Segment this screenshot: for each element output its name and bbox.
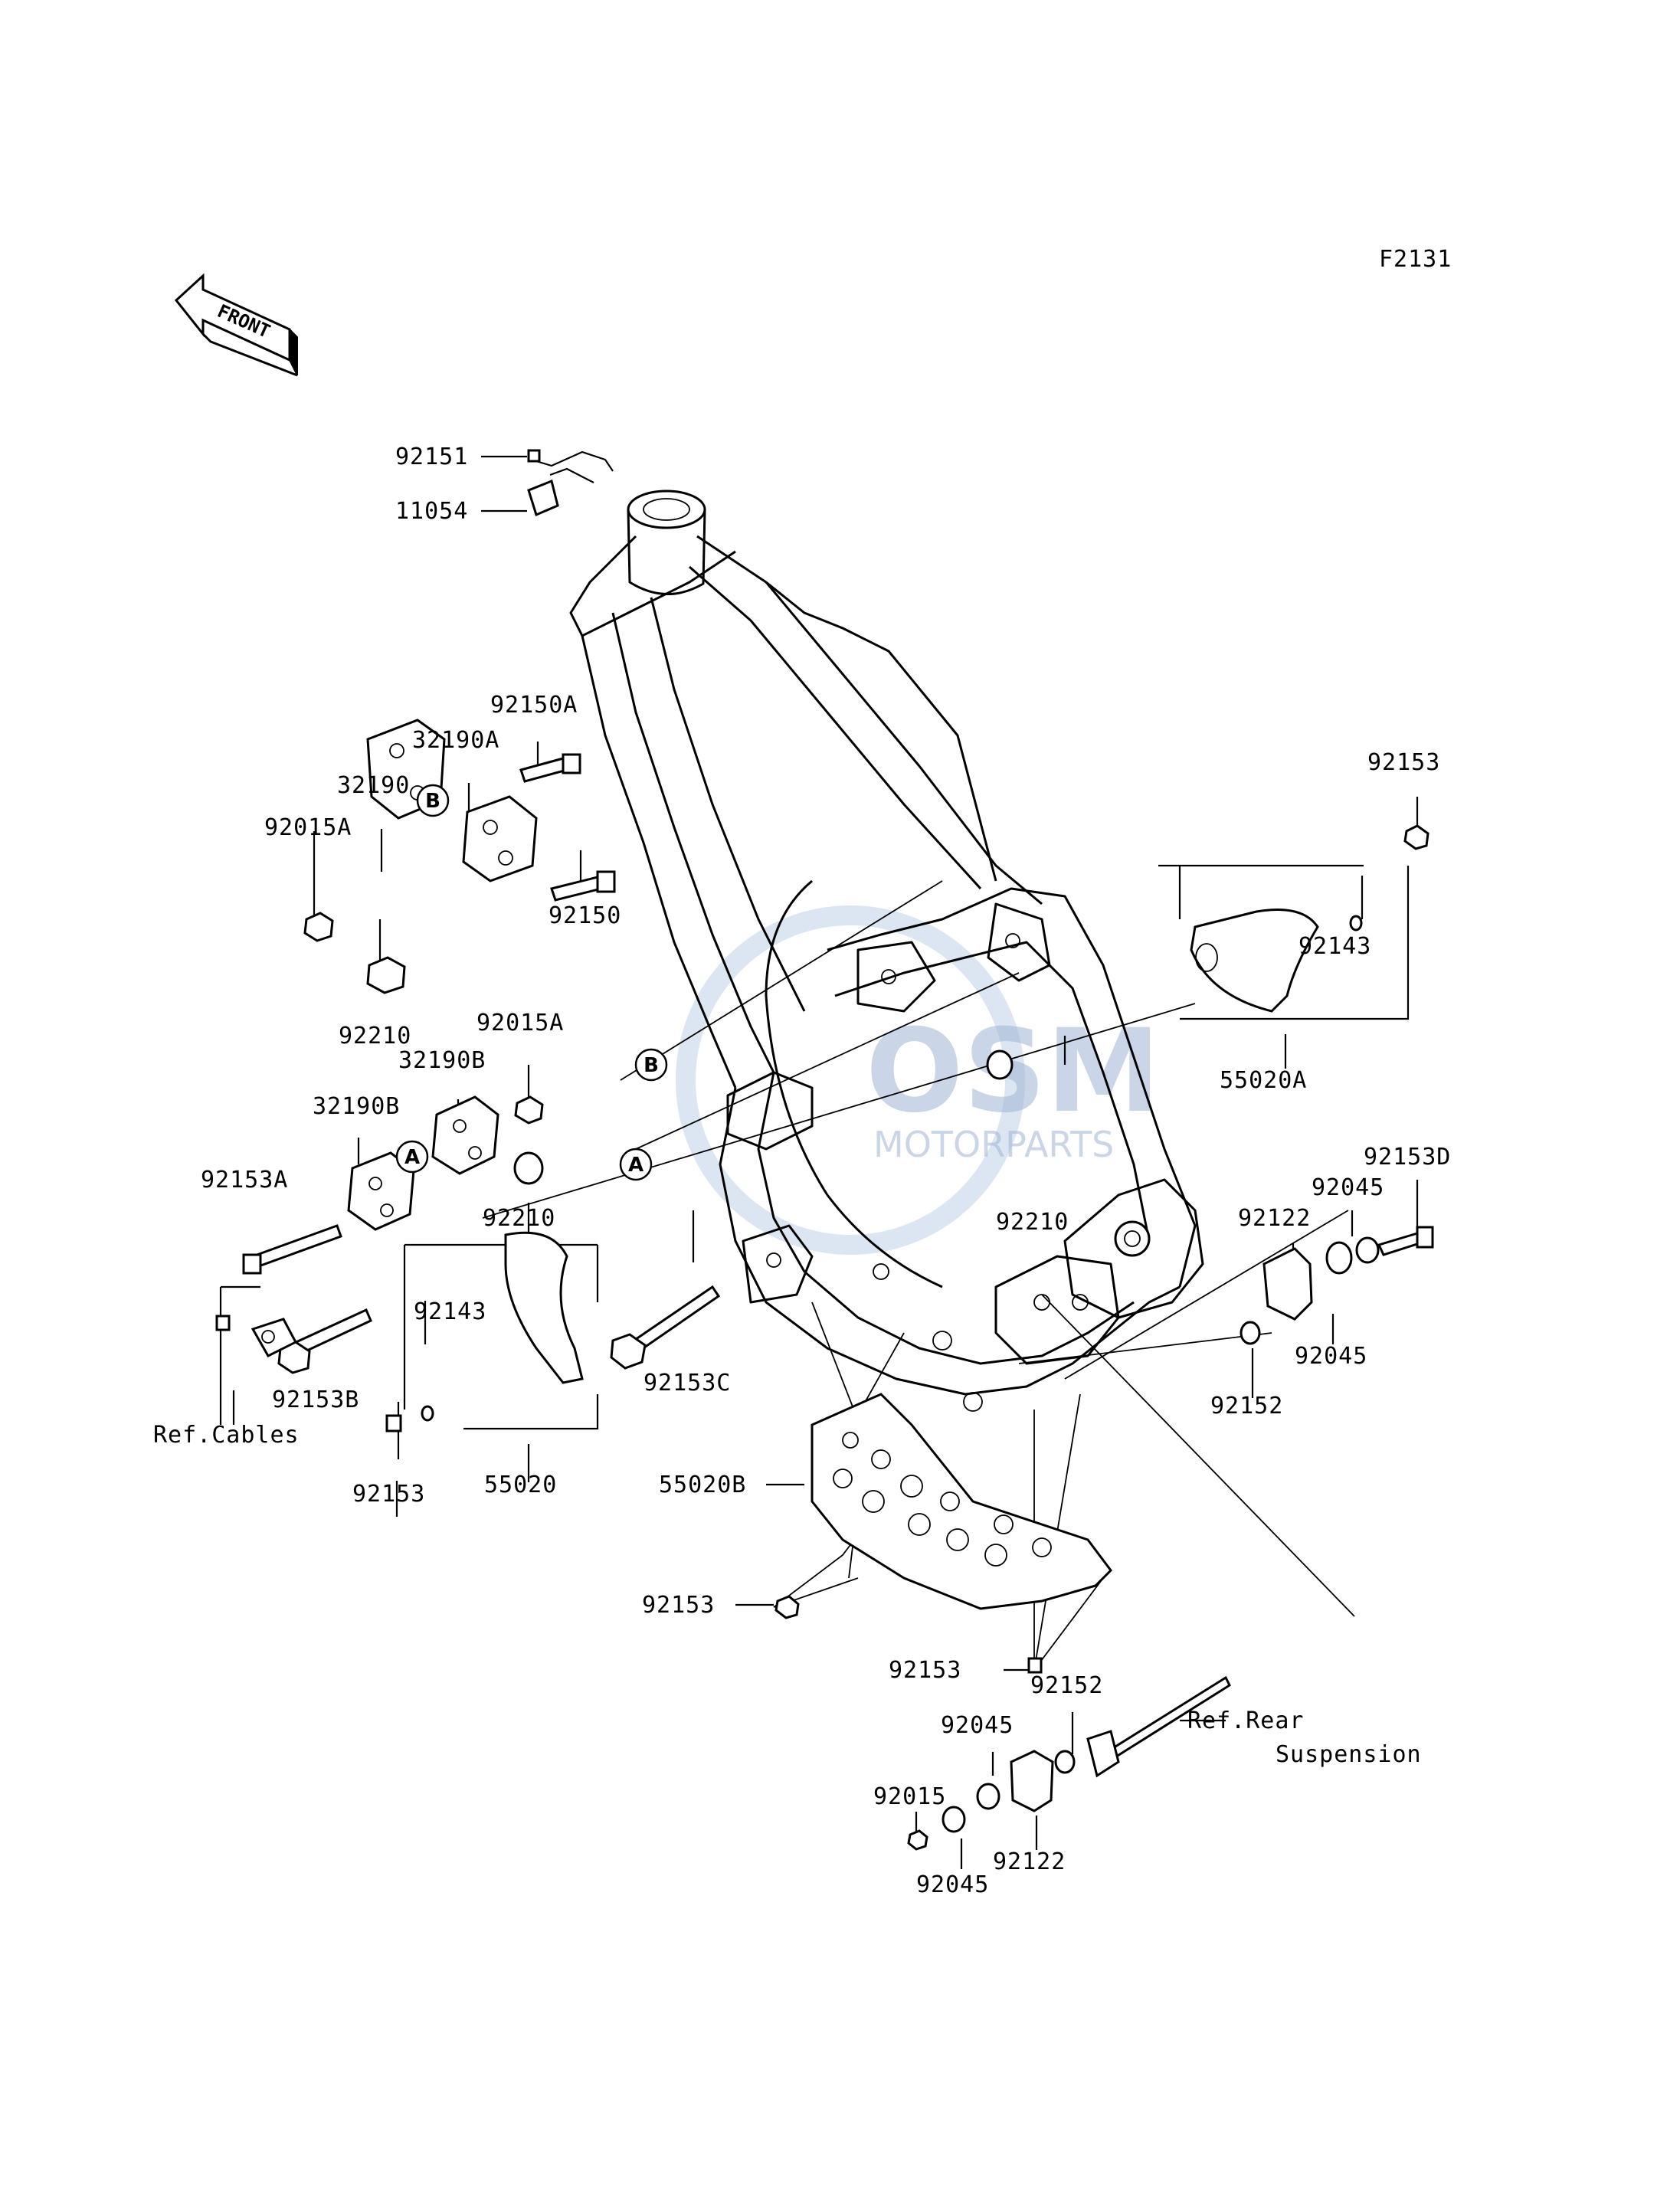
label-32190B-1: 32190B: [398, 1047, 486, 1074]
label-ref-cables: Ref.Cables: [153, 1422, 300, 1449]
label-ref-rear-suspension: Suspension: [1276, 1741, 1422, 1768]
tag-b-upper: [416, 784, 450, 817]
figure-code: F2131: [1379, 246, 1452, 273]
tag-a-frame: [619, 1148, 653, 1181]
svg-text:A: A: [628, 1154, 644, 1177]
label-92015A-top: 92015A: [264, 814, 352, 841]
label-55020B: 55020B: [659, 1472, 746, 1498]
label-92015A-mid: 92015A: [476, 1010, 564, 1036]
main-frame: [569, 489, 1204, 1412]
tag-b-frame: [634, 1048, 668, 1082]
label-55020A: 55020A: [1220, 1067, 1307, 1094]
label-92210-center: 92210: [996, 1209, 1069, 1236]
reference-tags: B A B A: [395, 784, 668, 1181]
label-92153B: 92153B: [272, 1387, 359, 1413]
label-92210-mid: 92210: [483, 1205, 555, 1232]
label-92150A: 92150A: [490, 692, 578, 719]
label-92143-right: 92143: [1298, 933, 1371, 960]
label-92153C: 92153C: [644, 1370, 731, 1396]
label-92150: 92150: [549, 902, 621, 929]
label-ref-rear: Ref.Rear: [1187, 1708, 1305, 1734]
label-92143-left: 92143: [414, 1298, 486, 1325]
label-92045-r1: 92045: [1312, 1174, 1384, 1201]
tag-a-left: [395, 1140, 429, 1174]
svg-text:B: B: [644, 1054, 659, 1077]
svg-text:B: B: [425, 790, 440, 813]
label-92122-r: 92122: [1238, 1205, 1311, 1232]
label-92151: 92151: [395, 444, 468, 470]
label-32190: 32190: [337, 772, 410, 799]
label-92153A: 92153A: [201, 1167, 288, 1193]
label-92122-b: 92122: [993, 1848, 1066, 1875]
label-55020: 55020: [484, 1472, 557, 1498]
label-92015: 92015: [873, 1783, 946, 1810]
label-92153-left: 92153: [352, 1481, 425, 1508]
watermark-sub: MOTORPARTS: [873, 1124, 1114, 1165]
label-92153-right: 92153: [1367, 749, 1440, 776]
label-32190B-2: 32190B: [313, 1093, 400, 1120]
label-92152-r: 92152: [1210, 1393, 1283, 1419]
svg-text:A: A: [404, 1146, 420, 1169]
watermark-brand: OSM: [866, 1005, 1161, 1138]
watermark: OSM MOTORPARTS: [676, 905, 1161, 1255]
label-11054: 11054: [395, 498, 468, 525]
label-92152-b: 92152: [1030, 1672, 1103, 1699]
front-arrow-icon: FRONT: [174, 273, 298, 377]
label-92045-b2: 92045: [916, 1871, 989, 1898]
part-labels: 92151 11054 92150A 32190A 32190 92015A 9…: [153, 444, 1451, 1898]
label-92210-top: 92210: [339, 1023, 411, 1049]
label-92153D: 92153D: [1364, 1144, 1451, 1171]
label-92045-r2: 92045: [1295, 1343, 1367, 1370]
label-92153-low: 92153: [642, 1592, 715, 1619]
label-92153-bottom: 92153: [889, 1657, 961, 1684]
label-92045-b1: 92045: [941, 1712, 1014, 1739]
label-32190A: 32190A: [412, 727, 499, 754]
